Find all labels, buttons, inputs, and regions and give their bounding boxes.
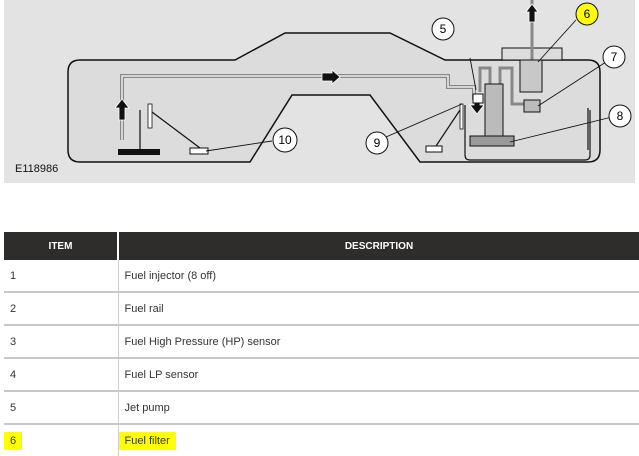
jet-pump bbox=[472, 93, 484, 104]
flow-arrow-up bbox=[525, 3, 539, 23]
table-header: ITEM DESCRIPTION bbox=[4, 232, 639, 260]
flow-arrow-up bbox=[114, 98, 130, 121]
svg-text:6: 6 bbox=[584, 7, 591, 21]
pump-base bbox=[469, 135, 515, 147]
pressure-regulator bbox=[523, 99, 541, 113]
flow-arrow-right bbox=[321, 69, 341, 85]
callout-5: 5 bbox=[431, 17, 455, 41]
table-row-highlighted: 6 Fuel filter bbox=[4, 424, 639, 456]
figure-id: E118986 bbox=[15, 163, 59, 175]
level-sender-float bbox=[189, 147, 209, 155]
fuel-tank-outline bbox=[67, 32, 601, 163]
item-number: 2 bbox=[4, 292, 119, 326]
item-number: 3 bbox=[4, 325, 119, 359]
fuel-tank-diagram: 5 6 7 8 9 10 bbox=[67, 0, 632, 163]
header-description: DESCRIPTION bbox=[118, 232, 639, 260]
callout-6: 6 bbox=[575, 2, 599, 26]
fuel-pump bbox=[484, 83, 504, 137]
callout-8: 8 bbox=[608, 104, 632, 128]
item-number: 1 bbox=[4, 260, 119, 293]
swirl-pot bbox=[464, 105, 591, 161]
svg-text:8: 8 bbox=[617, 109, 624, 123]
item-number: 6 bbox=[4, 431, 23, 450]
item-description: Fuel High Pressure (HP) sensor bbox=[118, 325, 639, 359]
item-description: Jet pump bbox=[118, 391, 639, 425]
item-number: 5 bbox=[4, 391, 119, 425]
header-item: ITEM bbox=[4, 232, 119, 260]
level-sender-float bbox=[425, 145, 443, 153]
item-description: Fuel filter bbox=[118, 431, 176, 450]
callout-7: 7 bbox=[602, 45, 626, 69]
svg-text:7: 7 bbox=[611, 50, 618, 64]
svg-text:10: 10 bbox=[278, 133, 292, 147]
item-description: Fuel rail bbox=[118, 292, 639, 326]
svg-text:5: 5 bbox=[440, 22, 447, 36]
fuel-filter bbox=[519, 59, 543, 93]
item-number: 4 bbox=[4, 358, 119, 392]
item-description: Fuel injector (8 off) bbox=[118, 260, 639, 293]
callout-10: 10 bbox=[272, 127, 298, 153]
svg-text:9: 9 bbox=[374, 136, 381, 150]
item-description: Fuel LP sensor bbox=[118, 358, 639, 392]
callout-9: 9 bbox=[365, 131, 389, 155]
